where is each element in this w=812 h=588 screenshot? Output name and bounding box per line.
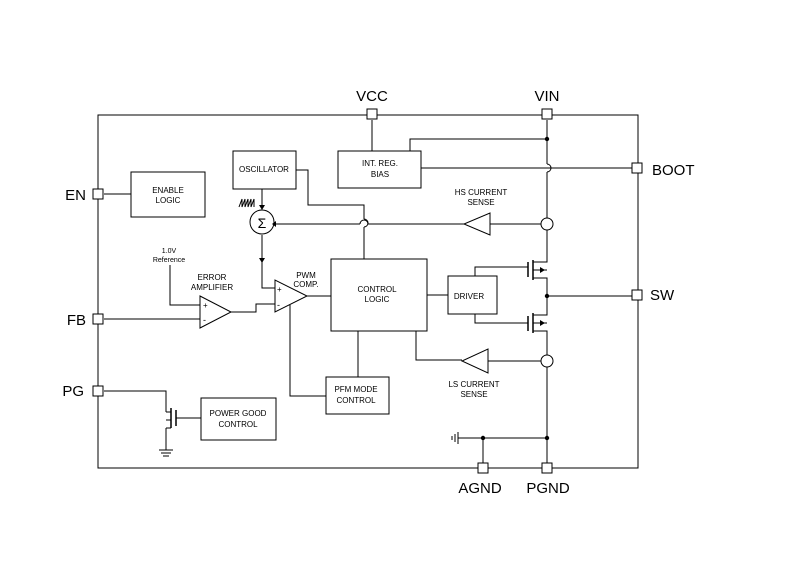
pwm-comparator: + - bbox=[274, 279, 309, 313]
wiring bbox=[104, 120, 632, 463]
pin-pg-pad bbox=[92, 385, 104, 397]
hs-current-sense-buffer bbox=[462, 212, 491, 236]
arrowheads bbox=[259, 205, 276, 263]
hs-sense-label-2: SENSE bbox=[467, 198, 494, 207]
agnd-ground-icon bbox=[451, 432, 459, 444]
error-amplifier: + - bbox=[199, 295, 233, 329]
hs-sense-label-1: HS CURRENT bbox=[455, 188, 508, 197]
pwm-comp-plus: + bbox=[277, 285, 282, 294]
sawtooth-waveform-icon bbox=[238, 198, 255, 208]
enable-logic-label-2: LOGIC bbox=[156, 196, 181, 205]
pfm-label-2: CONTROL bbox=[336, 396, 376, 405]
pin-vcc-pad bbox=[366, 108, 378, 120]
error-amp-label-1: ERROR bbox=[198, 273, 227, 282]
driver-label: DRIVER bbox=[454, 292, 484, 301]
error-amp-minus: - bbox=[203, 315, 206, 325]
oscillator-block: OSCILLATOR bbox=[232, 150, 297, 190]
pin-agnd-label: AGND bbox=[458, 480, 502, 497]
high-side-mosfet-icon bbox=[527, 259, 548, 282]
reference-label-1: 1.0V bbox=[162, 248, 177, 255]
pfm-label-1: PFM MODE bbox=[334, 385, 377, 394]
error-amp-plus: + bbox=[203, 301, 208, 310]
control-logic-block: CONTROL LOGIC bbox=[330, 258, 428, 332]
pin-vin-label: VIN bbox=[534, 88, 559, 105]
pin-boot-label: BOOT bbox=[652, 162, 695, 179]
pin-en-label: EN bbox=[65, 187, 86, 204]
sum-symbol: Σ bbox=[258, 215, 267, 231]
error-amp-label-2: AMPLIFIER bbox=[191, 283, 233, 292]
pin-pg-label: PG bbox=[62, 383, 84, 400]
pg-ground-icon bbox=[159, 449, 173, 457]
int-reg-bias-block: INT. REG. BIAS bbox=[337, 150, 422, 189]
oscillator-label: OSCILLATOR bbox=[239, 165, 289, 174]
hs-sense-node bbox=[540, 217, 554, 231]
control-logic-label-1: CONTROL bbox=[357, 285, 397, 294]
enable-logic-label-1: ENABLE bbox=[152, 186, 184, 195]
power-good-control-block: POWER GOOD CONTROL bbox=[200, 397, 277, 441]
ls-current-sense-buffer bbox=[460, 348, 489, 374]
ls-sense-label-1: LS CURRENT bbox=[448, 380, 499, 389]
pin-fb-label: FB bbox=[67, 312, 86, 329]
pwm-comp-minus: - bbox=[277, 300, 280, 310]
reference-label-2: Reference bbox=[153, 257, 185, 264]
pin-agnd-pad bbox=[477, 462, 489, 474]
ls-sense-label-2: SENSE bbox=[460, 390, 487, 399]
pwm-comp-label-1: PWM bbox=[296, 271, 316, 280]
control-logic-label-2: LOGIC bbox=[365, 295, 390, 304]
int-reg-label-2: BIAS bbox=[371, 170, 389, 179]
pin-boot-pad bbox=[631, 162, 643, 174]
int-reg-label-1: INT. REG. bbox=[362, 159, 398, 168]
pin-fb-pad bbox=[92, 313, 104, 325]
pwm-comp-label-2: COMP. bbox=[293, 280, 318, 289]
junction-dots bbox=[480, 136, 550, 441]
driver-block: DRIVER bbox=[447, 275, 498, 315]
ls-sense-node bbox=[540, 354, 554, 368]
power-good-mosfet-icon bbox=[166, 408, 181, 429]
pins: VCC VIN EN BOOT FB SW PG AGND PGND bbox=[62, 88, 694, 497]
power-good-label-1: POWER GOOD bbox=[210, 409, 267, 418]
pin-vcc-label: VCC bbox=[356, 88, 388, 105]
summing-junction: Σ bbox=[249, 209, 275, 235]
pfm-mode-control-block: PFM MODE CONTROL bbox=[325, 376, 390, 415]
power-good-label-2: CONTROL bbox=[218, 420, 258, 429]
pin-en-pad bbox=[92, 188, 104, 200]
pin-sw-label: SW bbox=[650, 287, 675, 304]
pin-sw-pad bbox=[631, 289, 643, 301]
pin-pgnd-pad bbox=[541, 462, 553, 474]
pin-vin-pad bbox=[541, 108, 553, 120]
enable-logic-block: ENABLE LOGIC bbox=[130, 171, 206, 218]
low-side-mosfet-icon bbox=[527, 310, 548, 333]
pin-pgnd-label: PGND bbox=[526, 480, 570, 497]
